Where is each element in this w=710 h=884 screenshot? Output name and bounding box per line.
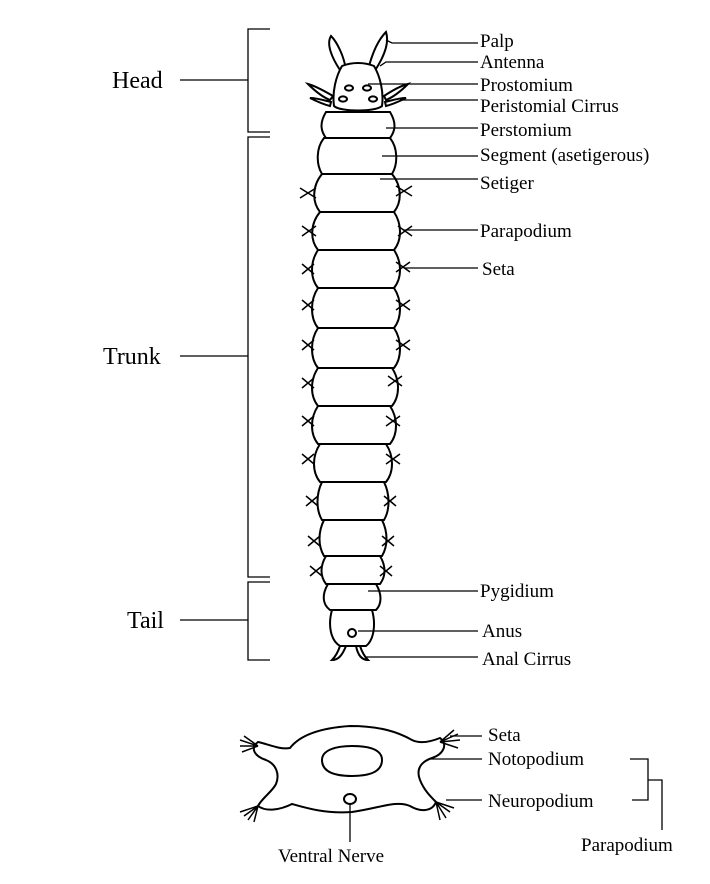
parapodium-label: Parapodium [480,221,572,242]
worm-leader-lines [358,39,478,658]
cs-seta-label: Seta [488,725,521,746]
palp-right [366,30,388,74]
eye-3 [338,95,348,103]
tail-bracket [180,581,270,661]
eye-2 [362,84,372,92]
palp-label: Palp [480,31,514,52]
notopodium-label: Notopodium [488,749,584,770]
antenna-label: Antenna [480,52,545,73]
ventral-nerve-shape [343,793,357,805]
prostomium-label: Prostomium [480,75,573,96]
trunk-bracket [180,136,270,578]
cs-parapodium-label: Parapodium [581,835,673,856]
worm-body [299,30,413,662]
anus-label: Anus [482,621,522,642]
pygidium-label: Pygidium [480,581,554,602]
setiger-label: Setiger [480,173,534,194]
cirrus-left-2 [309,97,333,108]
anal-cirrus-left [329,645,348,662]
prostomium [332,62,384,112]
anal-cirrus-right [354,645,371,662]
tail-label: Tail [127,608,164,634]
gut [320,744,384,778]
eye-4 [368,95,378,103]
anus-shape [347,628,357,638]
anal-cirrus-label: Anal Cirrus [482,649,571,670]
peristomium [320,111,396,139]
ventral-nerve-label: Ventral Nerve [278,846,384,867]
head-bracket [180,28,270,133]
segment-label: Segment (asetigerous) [480,145,649,166]
eye-1 [344,84,354,92]
palp-left [328,34,348,71]
peristomial-cirrus-label: Peristomial Cirrus [480,96,619,117]
cross-section [239,724,461,823]
neuropodium-label: Neuropodium [488,791,594,812]
trunk-label: Trunk [103,344,161,370]
cross-section-leader-lines [349,735,663,842]
cirrus-left [304,82,335,102]
perstomium-label: Perstomium [480,120,572,141]
seta-label: Seta [482,259,515,280]
head-label: Head [112,68,163,94]
